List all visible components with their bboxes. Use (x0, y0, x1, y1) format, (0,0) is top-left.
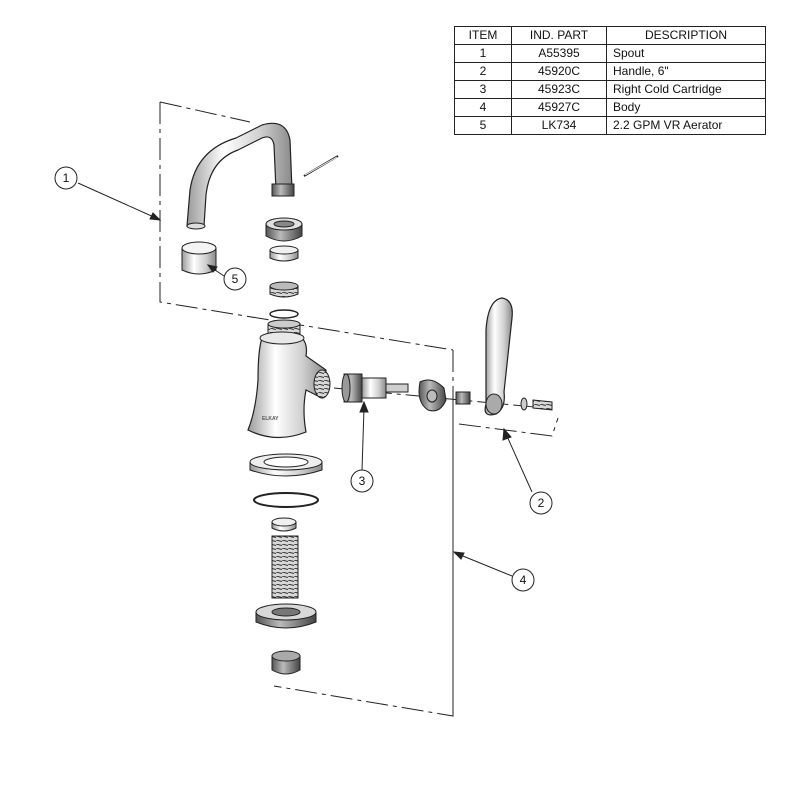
callout-2-label: 2 (538, 496, 545, 510)
leader-4-arrowhead (452, 551, 465, 560)
callout-1: 1 (54, 166, 78, 190)
parts-table: ITEM IND. PART DESCRIPTION 1 A55395 Spou… (454, 26, 766, 135)
callout-5-circle (223, 267, 247, 291)
spout-outlet-end (186, 222, 206, 230)
locknut-hole (271, 607, 301, 617)
handle-lever (484, 297, 513, 416)
table-row: 2 45920C Handle, 6" (454, 62, 766, 81)
handle-hub-center (426, 389, 438, 403)
callout-2: 2 (529, 491, 553, 515)
body-side-port (313, 369, 331, 399)
part-number: LK734 (511, 116, 607, 135)
body-group-outline (273, 350, 454, 717)
handle-mount-eye (485, 393, 503, 415)
leader-1-arrowhead (149, 212, 162, 221)
hex-nut-top (271, 650, 301, 662)
body-top-opening (267, 319, 301, 329)
handle-part (455, 297, 553, 416)
threaded-shank (271, 535, 299, 599)
threaded-ring-top (269, 281, 299, 291)
aerator-top-rim (181, 241, 217, 255)
callout-1-label: 1 (63, 171, 70, 185)
cartridge-part (341, 373, 409, 403)
washer-small-top (271, 517, 297, 527)
body-logo: ELKAY (262, 416, 279, 422)
handle-hub-part (418, 379, 447, 412)
leader-4 (457, 553, 513, 577)
callout-1-circle (54, 166, 78, 190)
table-row: 3 45923C Right Cold Cartridge (454, 80, 766, 99)
spout-pin-core (304, 156, 338, 176)
leader-1 (77, 182, 157, 219)
spout-tube (186, 122, 293, 227)
part-description: Handle, 6" (606, 62, 766, 81)
spout-coupling-parts (265, 217, 303, 319)
callout-5: 5 (223, 267, 247, 291)
leader-3 (361, 407, 365, 471)
callout-4-circle (511, 568, 535, 592)
body-shoulder (259, 331, 305, 345)
handle-group-outline (458, 417, 559, 437)
callout-4-label: 4 (520, 573, 527, 587)
cartridge-body (361, 377, 387, 399)
assembly-outline-lines (159, 101, 559, 717)
leader-2 (505, 433, 533, 493)
handle-screw-washer (520, 397, 528, 411)
leader-3-arrowhead (359, 400, 369, 413)
callout-5-label: 5 (232, 272, 239, 286)
spout-group-top-line (159, 101, 251, 123)
part-description: 2.2 GPM VR Aerator (606, 116, 766, 135)
table-row: 5 LK734 2.2 GPM VR Aerator (454, 116, 766, 135)
callout-3: 3 (350, 469, 374, 493)
callout-3-circle (350, 469, 374, 493)
spacer-ring-top (269, 245, 299, 255)
callout-3-label: 3 (359, 474, 366, 488)
coupling-nut-bore (273, 220, 295, 228)
handle-screw (532, 399, 553, 411)
part-description: Body (606, 98, 766, 117)
gasket-hole (263, 456, 309, 468)
callout-4: 4 (511, 568, 535, 592)
cartridge-stem (385, 383, 409, 393)
body-shell (247, 337, 327, 439)
body-part: ELKAY (247, 319, 331, 439)
spout-part (186, 122, 339, 230)
o-ring-large (253, 492, 319, 508)
aerator-part (181, 241, 217, 275)
o-ring-small (269, 309, 299, 319)
callout-2-circle (529, 491, 553, 515)
callout-leaders (77, 182, 533, 577)
handle-adapter (455, 391, 471, 405)
leader-2-arrowhead (502, 427, 512, 441)
mounting-kit-parts (249, 453, 323, 675)
leader-5-arrowhead (206, 264, 218, 273)
cartridge-washer (341, 373, 351, 403)
spout-inlet-fitting (271, 183, 295, 197)
aerator-body (181, 247, 217, 275)
spout-group-outline (159, 102, 454, 351)
